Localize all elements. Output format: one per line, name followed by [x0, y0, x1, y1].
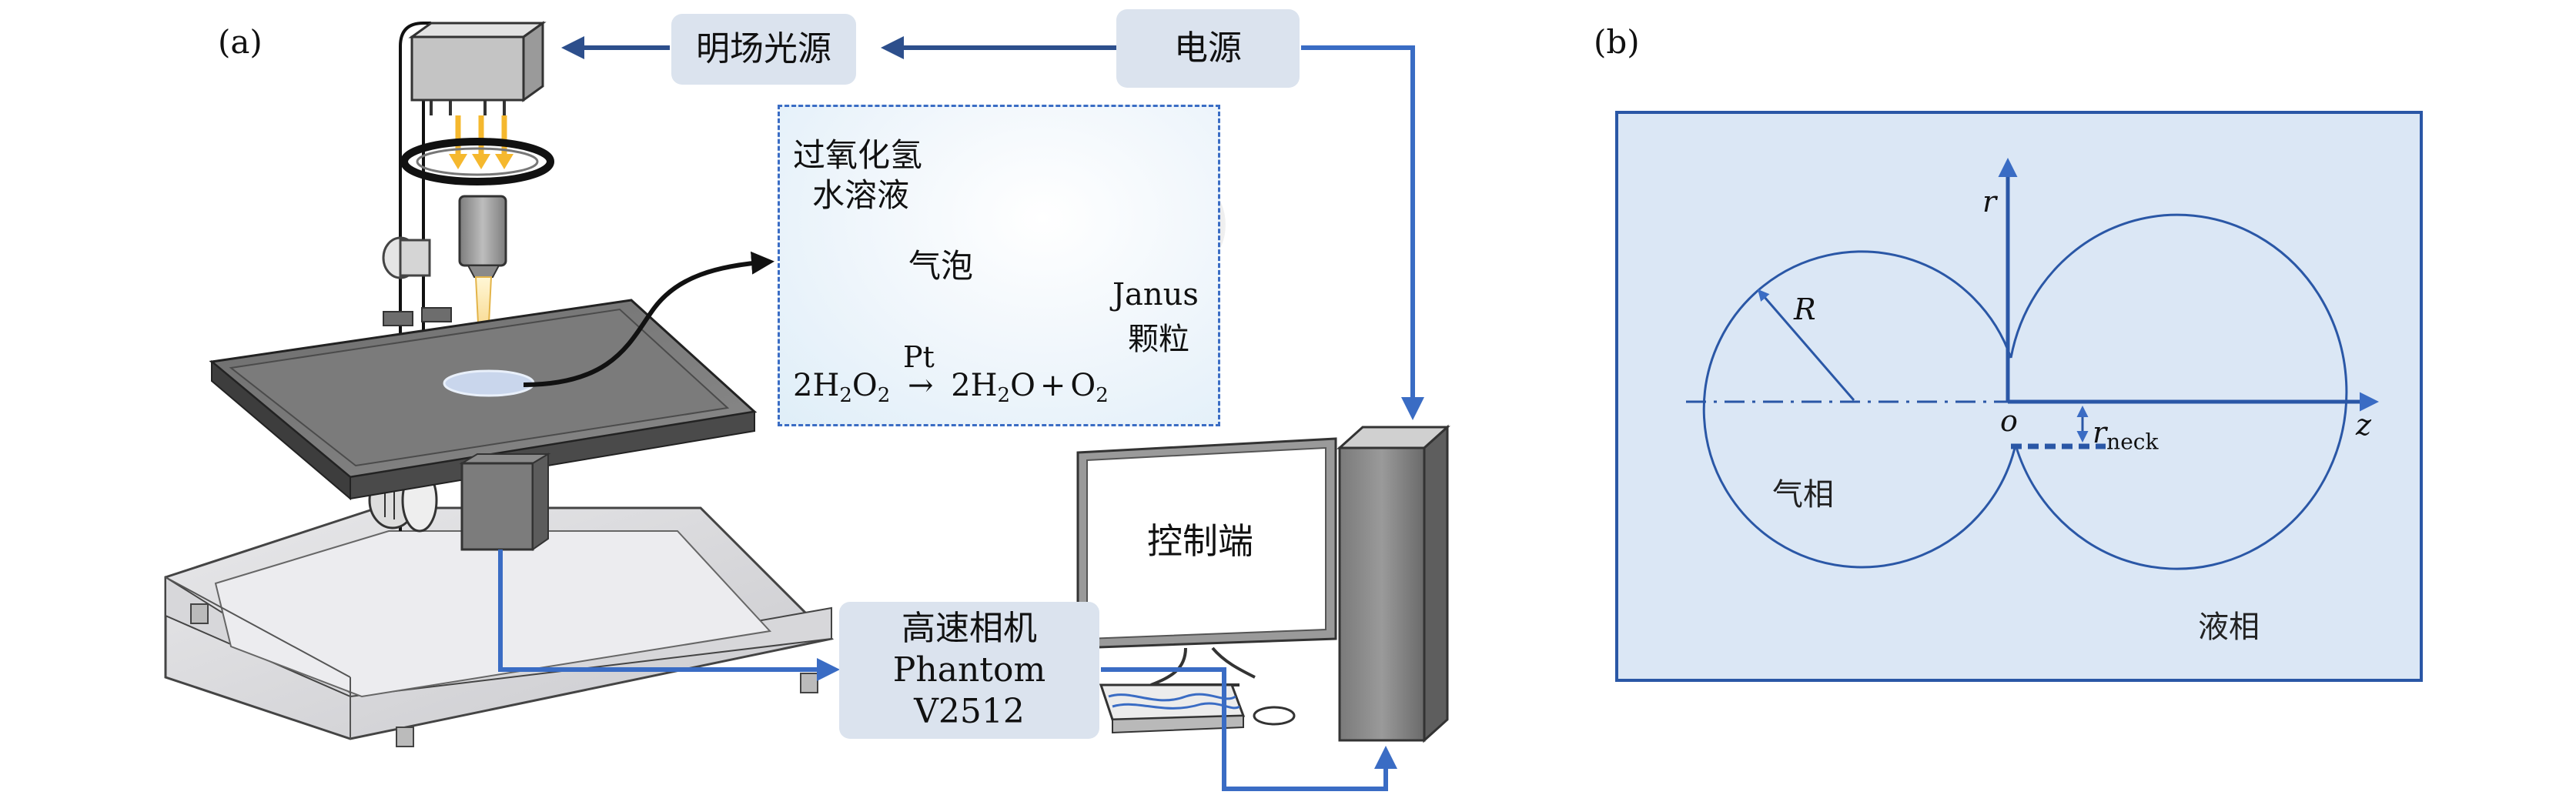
particle-label-1: Janus	[1112, 277, 1199, 312]
liquid-phase-boundary	[2009, 213, 2348, 570]
solution-label-2: 水溶液	[812, 176, 910, 214]
panel-label-b: (b)	[1594, 23, 1640, 61]
solution-label-1: 过氧化氢	[793, 136, 923, 174]
light-source-label: 明场光源	[696, 29, 831, 68]
gas-phase-boundary	[1702, 250, 2017, 569]
objective-lens	[458, 195, 507, 278]
keyboard	[1099, 683, 1246, 734]
r-axis-label: r	[1982, 185, 1997, 219]
lamp-housing	[408, 21, 547, 115]
z-axis-label: z	[2356, 408, 2372, 442]
camera-label-1: 高速相机	[902, 609, 1037, 648]
catalyst-label: Pt	[902, 340, 935, 374]
particle-label-2: 颗粒	[1128, 322, 1189, 357]
camera-box: 高速相机 Phantom V2512	[839, 602, 1099, 739]
condenser-ring	[400, 138, 554, 185]
arrow-box-to-computer	[1101, 667, 1397, 791]
computer-tower	[1337, 424, 1450, 743]
panel-label-a: (a)	[218, 23, 263, 61]
arrow-power-to-computer	[1301, 45, 1424, 420]
mouse	[1253, 706, 1296, 726]
power-box: 电源	[1116, 9, 1300, 88]
sample-droplet	[443, 369, 535, 397]
zoom-arrow	[523, 251, 774, 387]
panel-b-schematic	[1615, 111, 2423, 682]
monitor-text: 控制端	[1147, 520, 1253, 562]
inset-panel	[778, 105, 1220, 426]
camera-label-2: Phantom	[892, 650, 1046, 690]
power-label: 电源	[1174, 28, 1242, 68]
camera-label-3: V2512	[914, 692, 1025, 731]
connections	[498, 36, 1424, 791]
origin-label: o	[2000, 404, 2018, 438]
bubble-label: 气泡	[908, 247, 974, 285]
radius-label: R	[1794, 292, 1816, 326]
gas-phase-label: 气相	[1772, 477, 1834, 513]
arrow-camera-to-box	[498, 549, 840, 681]
radius-arrow	[1758, 289, 1855, 401]
liquid-phase-label: 液相	[2198, 610, 2260, 645]
reaction-equation: 2H2O2 Pt → 2H2O+O2	[793, 340, 1109, 407]
camera-body	[459, 453, 551, 551]
sample-tray	[209, 299, 758, 501]
reaction-arrow: →	[907, 368, 934, 403]
neck-radius-label: rneck	[2093, 416, 2159, 455]
light-source-box: 明场光源	[671, 14, 856, 85]
